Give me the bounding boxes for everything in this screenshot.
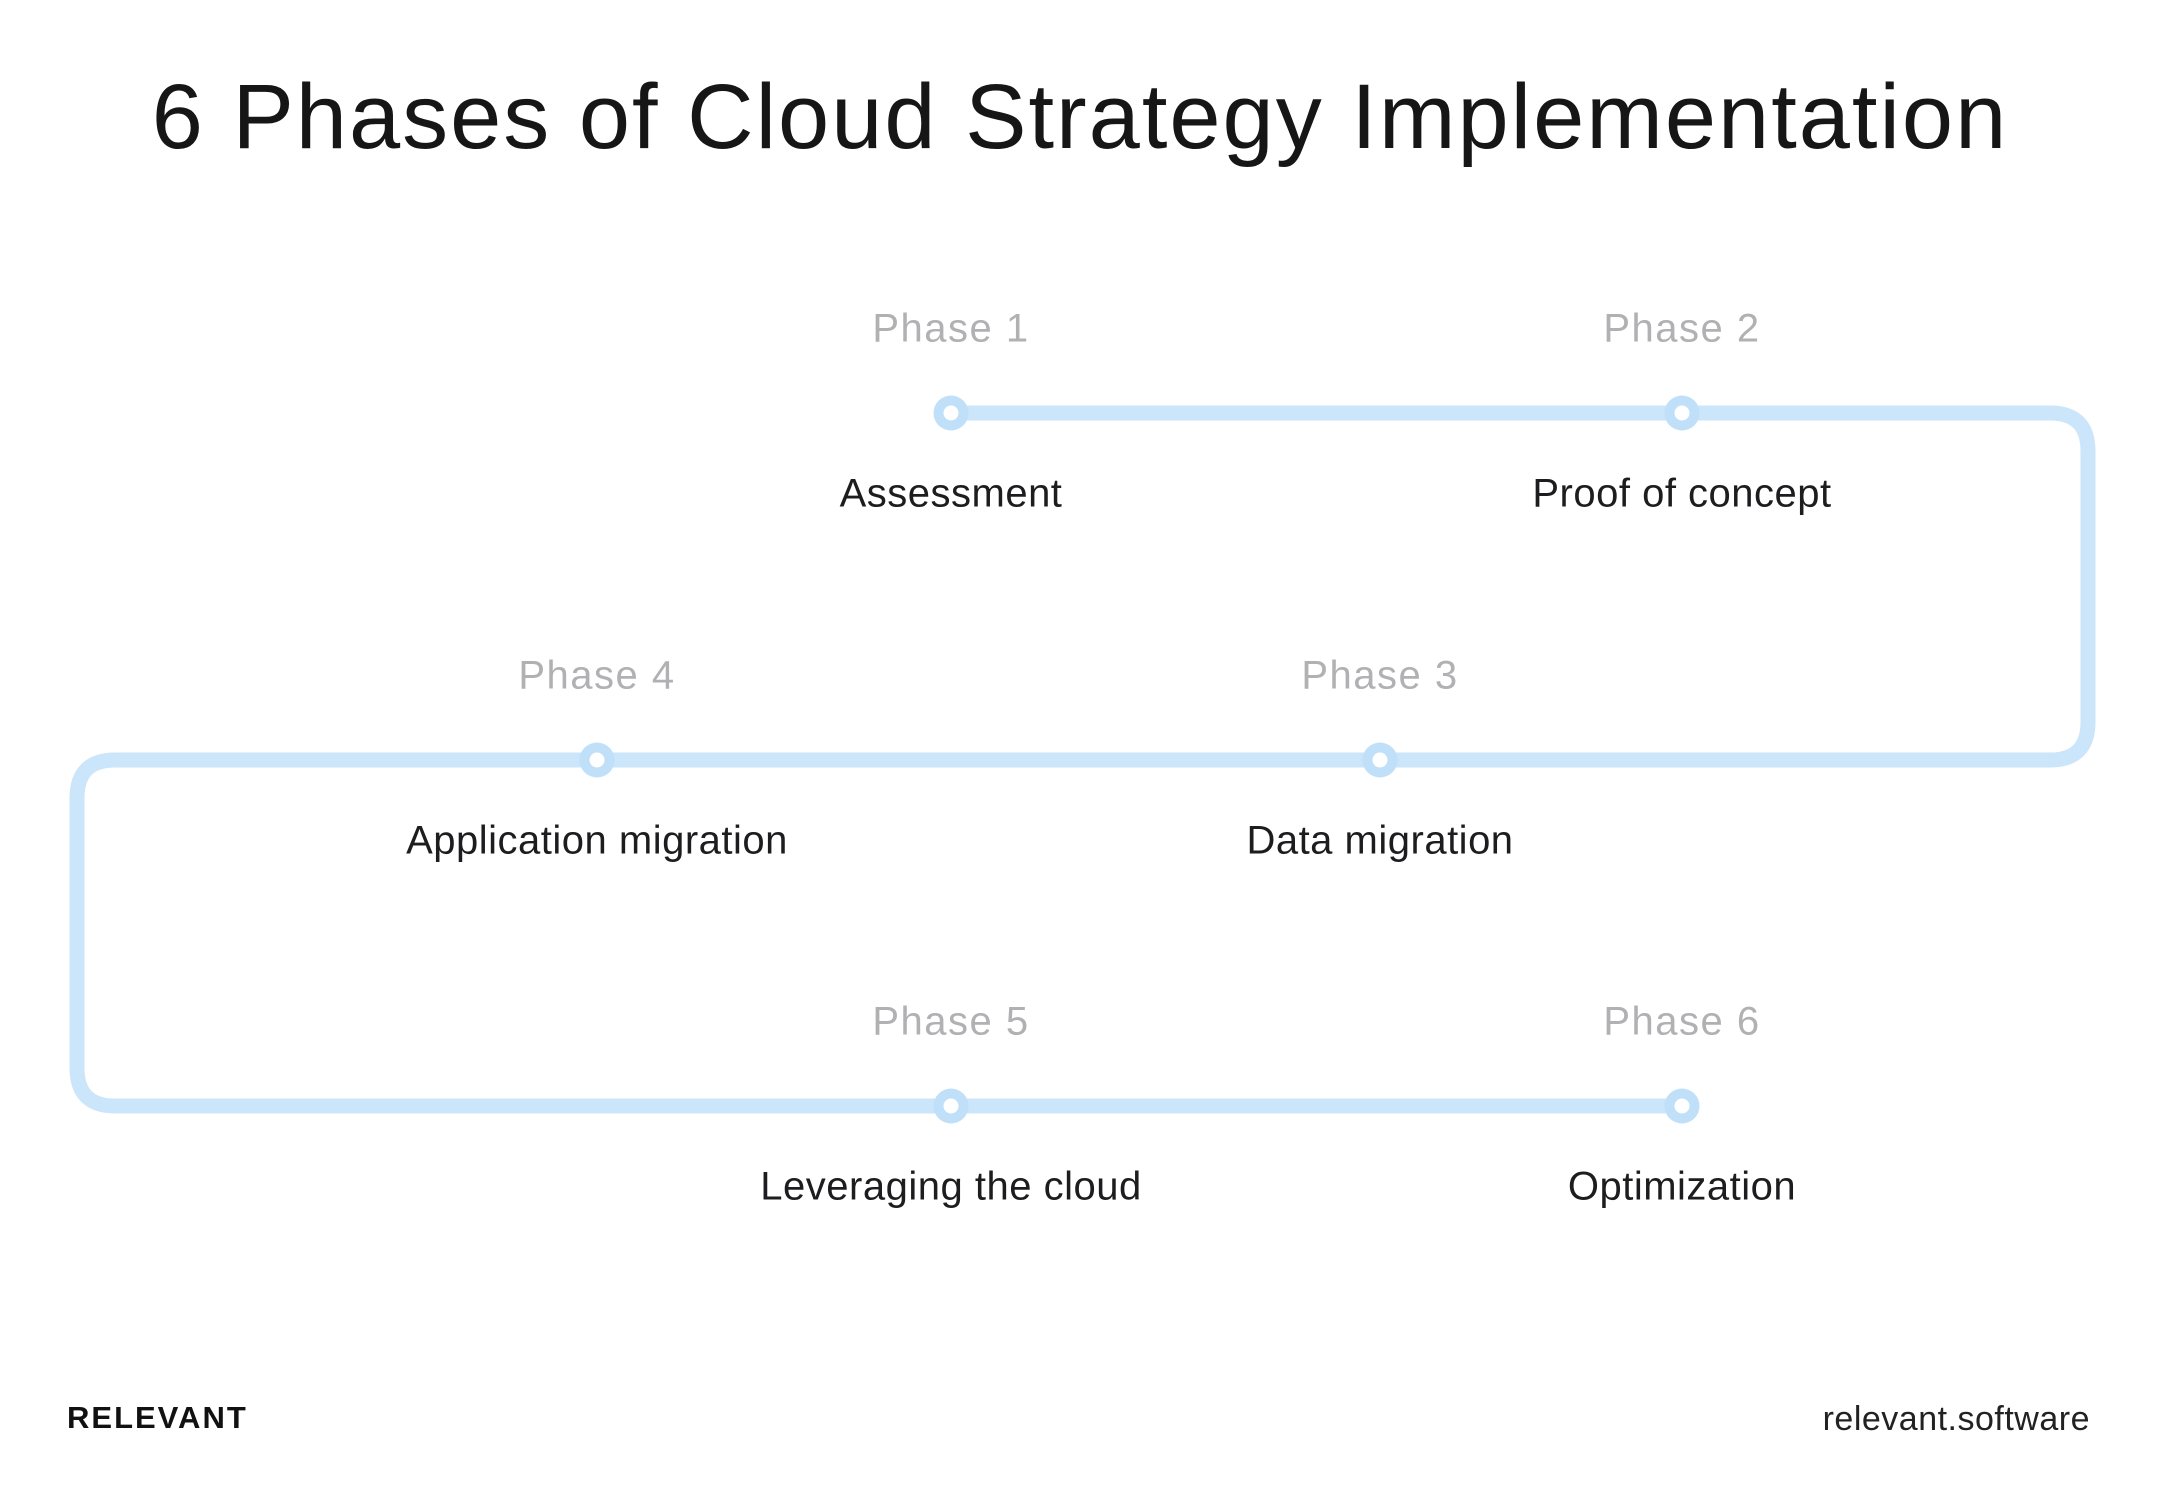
phase-number-label: Phase 3 xyxy=(1301,653,1459,698)
website-url: relevant.software xyxy=(1822,1400,2090,1438)
phase-node-icon xyxy=(1362,742,1398,778)
phase-node-icon xyxy=(1664,395,1700,431)
phase-number-label: Phase 1 xyxy=(872,306,1030,351)
phase-node-icon xyxy=(579,742,615,778)
phase-name-label: Leveraging the cloud xyxy=(760,1164,1142,1209)
phase-number-label: Phase 4 xyxy=(518,653,676,698)
phase-number-label: Phase 5 xyxy=(872,999,1030,1044)
flow-path xyxy=(69,405,2096,1114)
phase-nodes xyxy=(579,395,1700,1124)
phase-name-label: Assessment xyxy=(839,471,1063,516)
page-title: 6 Phases of Cloud Strategy Implementatio… xyxy=(151,66,2009,168)
phase-name-label: Application migration xyxy=(406,818,788,863)
phase-node-icon xyxy=(933,1088,969,1124)
phase-node-icon xyxy=(1664,1088,1700,1124)
phase-number-label: Phase 6 xyxy=(1603,999,1761,1044)
phase-name-label: Optimization xyxy=(1567,1164,1797,1209)
phase-number-label: Phase 2 xyxy=(1603,306,1761,351)
phase-name-label: Data migration xyxy=(1246,818,1514,863)
phase-name-label: Proof of concept xyxy=(1532,471,1832,516)
brand-logo: RELEVANT xyxy=(67,1400,248,1435)
phase-node-icon xyxy=(933,395,969,431)
